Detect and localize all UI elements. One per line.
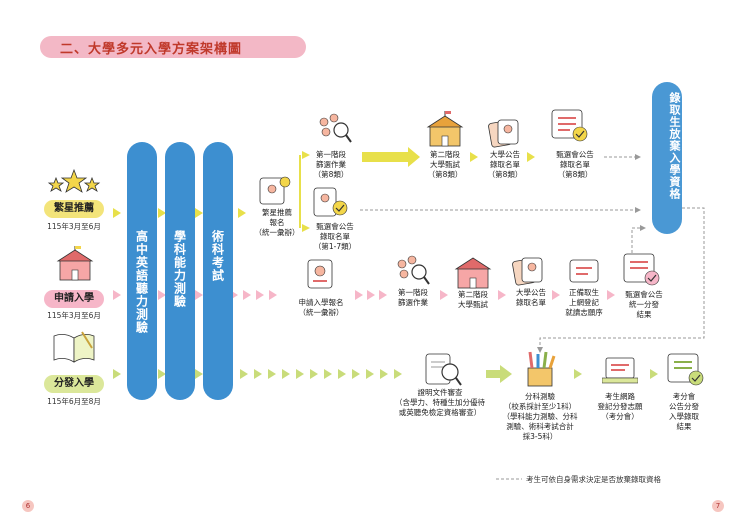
school-icon — [56, 246, 94, 286]
dist-online-label: 考生網路 登記分發志願 （考分會） — [597, 392, 643, 421]
cards-icon — [488, 116, 524, 152]
route-dist-date: 115年6月至8月 — [47, 397, 101, 406]
dist-big-arrow — [486, 365, 512, 383]
route-star-date: 115年3月至6月 — [47, 222, 101, 231]
list-check-icon — [622, 252, 662, 292]
page-number-left: 6 — [22, 500, 34, 512]
route-dist-label: 分發入學 — [44, 375, 104, 393]
people-search-icon — [314, 112, 354, 152]
test-column-skill: 術科考試 — [203, 142, 233, 400]
dist-review-label: 證明文件審查 （含學力、特種生加分優待 或英聽免檢定資格審查） — [395, 388, 485, 417]
stars-icon — [46, 168, 102, 202]
laptop-icon — [601, 356, 639, 390]
apply-committee-label: 甄選會公告 統一分發 結果 — [625, 290, 663, 319]
star-stage1-label: 第一階段 篩選作業 （第8類） — [313, 150, 349, 179]
list-check-icon — [550, 108, 590, 148]
test-listening-label: 高中英語聽力測驗 — [134, 230, 149, 334]
give-up-box: 錄取生放棄入學資格 — [652, 82, 682, 234]
apply-online-label: 正備取生 上網登記 就讀志願序 — [565, 288, 603, 317]
title-bar — [40, 36, 306, 58]
check-doc-icon — [310, 186, 350, 224]
dist-scoring-label: 分科測驗 （校系採計至少1科） （學科能力測驗、分科 測驗、術科考試合計 採3-… — [502, 392, 578, 441]
form-icon — [306, 258, 334, 294]
apply-stage2-label: 第二階段 大學甄試 — [458, 290, 488, 309]
page-number-right: 7 — [712, 500, 724, 512]
star-chevrons — [113, 208, 246, 218]
star-committee17-label: 甄選會公告 錄取名單 （第1-7類） — [313, 222, 357, 251]
pencils-icon — [520, 350, 560, 392]
test-column-gsat: 學科能力測驗 — [165, 142, 195, 400]
legend-text: 考生可依自身需求決定是否放棄錄取資格 — [526, 475, 661, 484]
route-apply-label: 申請入學 — [44, 290, 104, 308]
star-stage2-label: 第二階段 大學甄試 （第8類） — [427, 150, 463, 179]
test-skill-label: 術科考試 — [210, 230, 225, 282]
list-check-icon — [666, 352, 706, 392]
apply-uni-list-label: 大學公告 錄取名單 — [516, 288, 546, 307]
cards-icon — [512, 254, 548, 290]
doc-search-icon — [424, 352, 464, 392]
test-gsat-label: 學科能力測驗 — [172, 230, 187, 308]
apply-register-label: 申請入學報名 （統一彙辦） — [298, 298, 344, 317]
book-icon — [52, 330, 96, 368]
route-star-label: 繁星推薦 — [44, 200, 104, 218]
dist-chevrons — [113, 369, 658, 379]
people-search-icon — [392, 254, 432, 294]
give-up-label: 錄取生放棄入學資格 — [668, 92, 681, 200]
school-icon — [426, 110, 464, 152]
school-icon — [454, 252, 492, 294]
page-title: 二、大學多元入學方案架構圖 — [60, 42, 243, 57]
star-register-label: 繁星推薦 報名 （統一彙辦） — [254, 208, 300, 237]
online-register-icon — [568, 258, 600, 290]
route-apply-date: 115年3月至6月 — [47, 311, 101, 320]
star-big-arrow — [362, 147, 420, 167]
apply-stage1-label: 第一階段 篩選作業 — [398, 288, 428, 307]
apply-chevrons — [113, 290, 615, 300]
test-column-listening: 高中英語聽力測驗 — [127, 142, 157, 400]
dist-result-label: 考分會 公告分發 入學錄取 結果 — [669, 392, 699, 431]
certificate-icon — [258, 174, 292, 210]
star-uni-list-label: 大學公告 錄取名單 （第8類） — [487, 150, 523, 179]
star-committee8-label: 甄選會公告 錄取名單 （第8類） — [556, 150, 594, 179]
